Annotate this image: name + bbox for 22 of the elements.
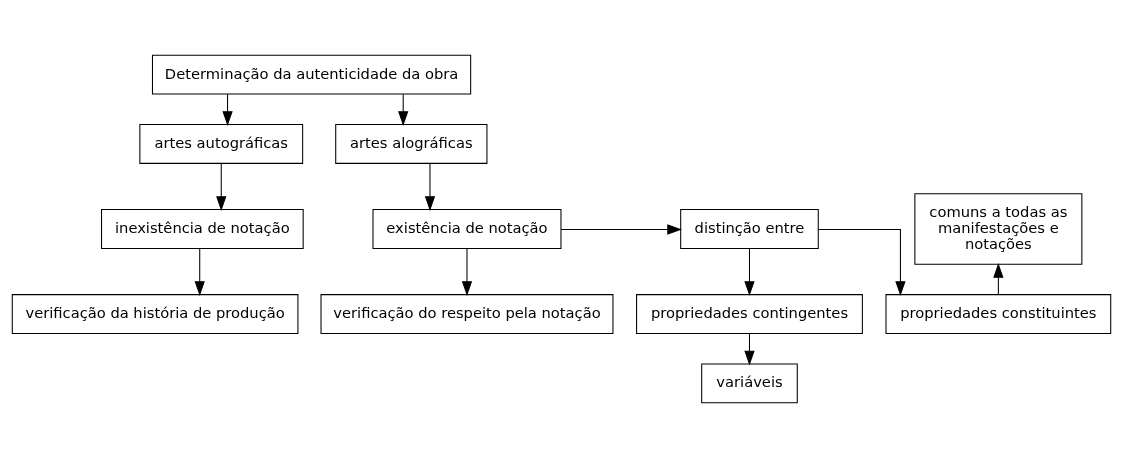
node-box: inexistência de notação bbox=[101, 208, 304, 249]
arrow bbox=[194, 247, 205, 296]
node-box: Determinação da autenticidade da obra bbox=[151, 54, 472, 95]
arrow bbox=[744, 332, 755, 365]
arrow bbox=[398, 93, 409, 126]
node-box: propriedades constituintes bbox=[885, 293, 1112, 334]
arrow bbox=[560, 223, 682, 235]
arrow bbox=[424, 162, 436, 211]
node-box: distinção entre bbox=[680, 208, 819, 249]
arrow bbox=[461, 247, 473, 296]
node-box: artes autográficas bbox=[139, 123, 304, 164]
arrow bbox=[222, 93, 233, 126]
arrow bbox=[216, 162, 227, 211]
node-box: verificação da história de produção bbox=[11, 293, 299, 334]
node-box: artes alográficas bbox=[335, 123, 488, 164]
node-box: verificação do respeito pela notação bbox=[320, 293, 614, 334]
node-box: existência de notação bbox=[372, 208, 562, 249]
arrow bbox=[744, 247, 755, 296]
node-box: variáveis bbox=[701, 362, 798, 403]
node-box: comuns a todas as manifestações e notações bbox=[914, 192, 1083, 265]
arrow bbox=[817, 228, 906, 296]
node-box: propriedades contingentes bbox=[636, 293, 863, 334]
